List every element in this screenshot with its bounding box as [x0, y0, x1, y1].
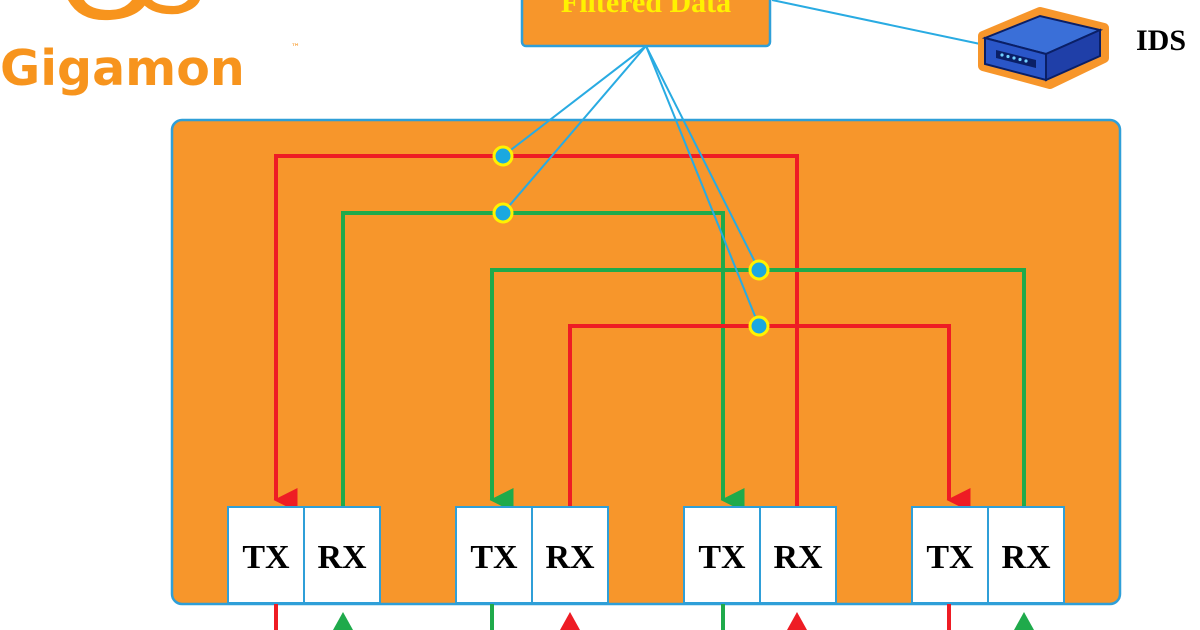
logo-brand-text: Gigamon [0, 40, 245, 97]
port-1: TX RX [227, 506, 381, 604]
port-4: TX RX [911, 506, 1065, 604]
port-rx-label: RX [773, 539, 823, 576]
port-rx-box [531, 506, 609, 604]
filtered-data-label: Filtered Data [561, 0, 731, 19]
tap-point [492, 145, 514, 167]
port-tx-label: TX [926, 539, 974, 576]
port2-rx-arrow-icon [560, 612, 580, 630]
port-rx-box [987, 506, 1065, 604]
port-rx-label: RX [545, 539, 595, 576]
tap-line-2 [502, 45, 647, 214]
port-tx-box [227, 506, 305, 604]
port-3: TX RX [683, 506, 837, 604]
tap-points [492, 145, 770, 337]
port-tx-label: TX [698, 539, 746, 576]
port-rx-label: RX [317, 539, 367, 576]
filtered-to-ids-link [771, 0, 986, 46]
port-rx-box [759, 506, 837, 604]
tap-point [748, 259, 770, 281]
port-tx-label: TX [470, 539, 518, 576]
ids-device-icon [978, 7, 1109, 89]
tap-line-3 [645, 45, 760, 271]
red-path-port3-to-port1 [273, 154, 799, 512]
green-path-port1-to-port3 [341, 211, 745, 512]
port4-rx-arrow-icon [1014, 612, 1034, 630]
tap-chassis [170, 118, 1122, 606]
ids-label: IDS [1136, 24, 1186, 57]
gigamon-logo: Gigamon ™ [0, 0, 300, 97]
port1-rx-arrow-icon [333, 612, 353, 630]
tap-line-4 [645, 45, 760, 327]
tap-lines [502, 45, 760, 327]
port3-rx-arrow-icon [787, 612, 807, 630]
port-rx-box [303, 506, 381, 604]
logo-swirl-icon [68, 0, 200, 21]
external-links [274, 604, 1034, 630]
tap-point [748, 315, 770, 337]
tap-point [492, 202, 514, 224]
tap-line-1 [502, 45, 647, 157]
port-rx-label: RX [1001, 539, 1051, 576]
port-tx-label: TX [242, 539, 290, 576]
logo-trademark: ™ [291, 43, 300, 53]
filtered-data-box: Filtered Data [520, 0, 772, 48]
port-tx-box [911, 506, 989, 604]
port-tx-box [683, 506, 761, 604]
port-2: TX RX [455, 506, 609, 604]
